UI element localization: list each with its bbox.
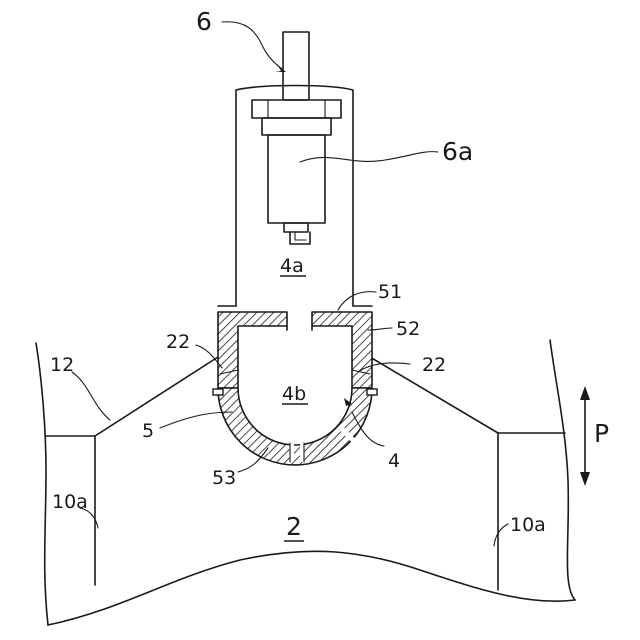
label-direction: P xyxy=(594,419,609,448)
label-chamber-upper: 4a xyxy=(280,255,304,277)
label-wall-side: 52 xyxy=(396,318,420,340)
body-right-wave xyxy=(550,340,575,600)
leader-rod xyxy=(222,22,283,70)
connector-terminal xyxy=(290,232,310,244)
tab-left xyxy=(213,389,223,395)
label-wall-right: 10a xyxy=(510,514,546,536)
label-body-edge: 12 xyxy=(50,354,74,376)
arrow-head-up xyxy=(580,386,590,400)
direction-arrow xyxy=(580,386,590,486)
label-opening-right: 22 xyxy=(422,354,446,376)
actuator-body xyxy=(268,135,325,223)
arrow-head-down xyxy=(580,472,590,486)
connector-wire xyxy=(295,232,306,240)
tab-right xyxy=(367,389,377,395)
leader-flange-top xyxy=(338,292,376,310)
cup-right-flange xyxy=(312,312,372,388)
leader-cup xyxy=(160,412,232,428)
body-bottom-wave xyxy=(48,551,575,625)
leader-wall-right xyxy=(494,524,508,546)
label-wall-left: 10a xyxy=(52,491,88,513)
label-cup: 5 xyxy=(142,420,154,442)
body-left-wave xyxy=(36,343,48,625)
collar xyxy=(262,118,331,135)
actuator-tip xyxy=(284,223,308,232)
label-flange-top: 51 xyxy=(378,281,402,303)
label-valve: 4 xyxy=(388,450,400,472)
left-slope xyxy=(95,357,218,436)
actuator-assembly xyxy=(252,32,341,244)
cup-left-flange xyxy=(218,312,287,388)
label-rod: 6 xyxy=(196,7,212,36)
label-chamber-lower: 4b xyxy=(282,383,306,405)
leader-actuator xyxy=(300,152,438,162)
label-main-body: 2 xyxy=(286,512,302,541)
label-bottom: 53 xyxy=(212,467,236,489)
leader-edge xyxy=(72,372,110,420)
hex-nut xyxy=(252,100,341,118)
label-actuator: 6a xyxy=(442,137,473,166)
rod xyxy=(283,32,309,100)
label-opening-left: 22 xyxy=(166,331,190,353)
